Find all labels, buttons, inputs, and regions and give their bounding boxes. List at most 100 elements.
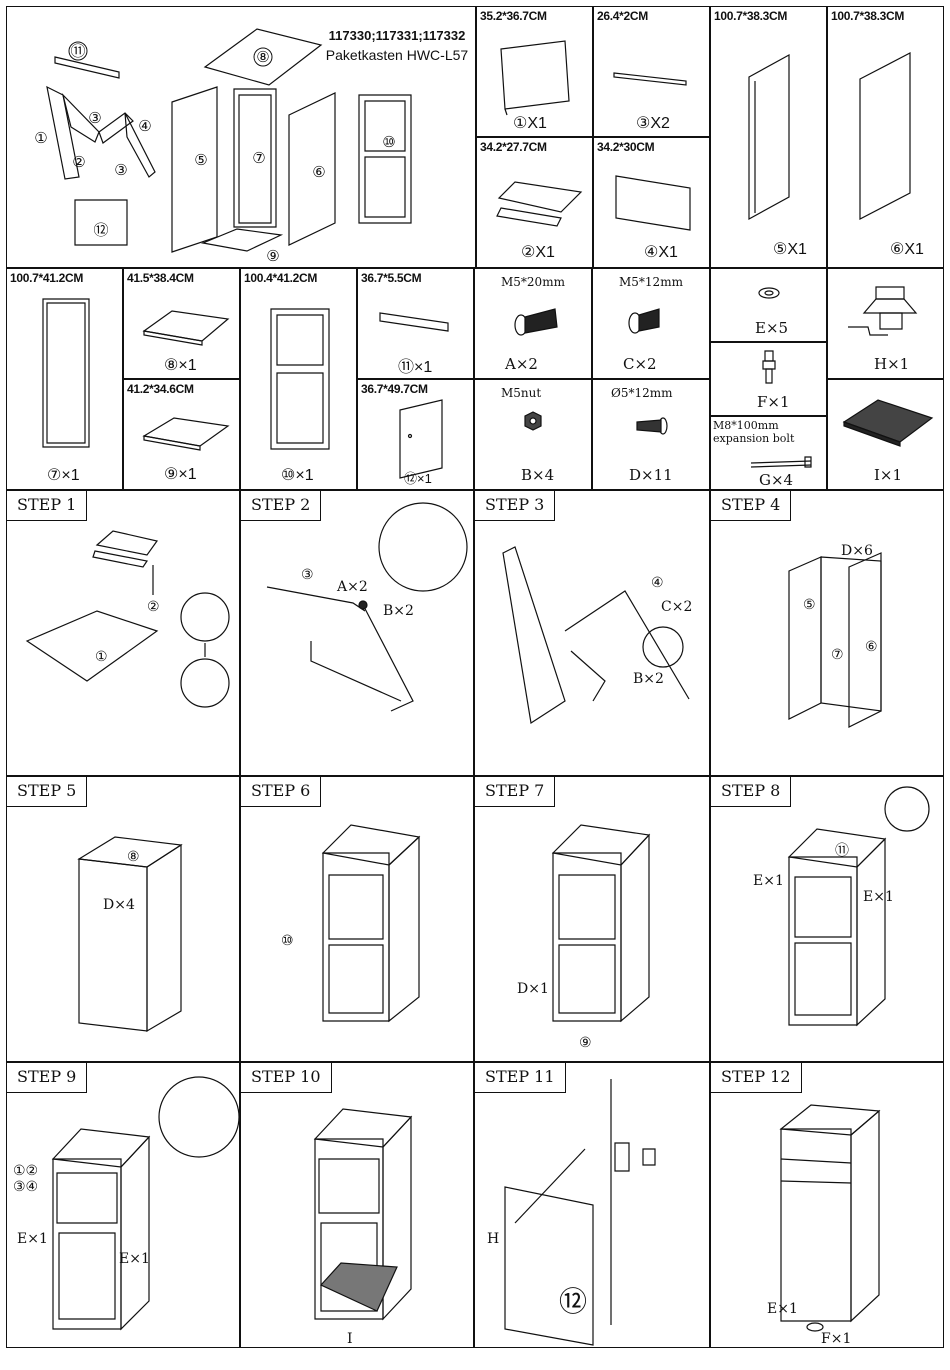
step-4-label-D: D×6 (841, 543, 873, 559)
part-4-cell: 34.2*30CM ④X1 (593, 137, 710, 268)
part-6-qty: ⑥X1 (890, 241, 924, 258)
hardware-I-cell: I×1 (827, 379, 944, 490)
part-4-dim: 34.2*30CM (597, 140, 655, 154)
part-9-cell: 41.2*34.6CM ⑨×1 (123, 379, 240, 490)
step-8-label-E-right: E×1 (863, 889, 894, 905)
hardware-E-cell: E×5 (710, 268, 827, 342)
part-1-drawing (477, 7, 593, 137)
part-11-dim: 36.7*5.5CM (361, 271, 422, 285)
ov-label-6: ⑥ (312, 163, 325, 181)
part-8-cell: 41.5*38.4CM ⑧×1 (123, 268, 240, 379)
step-4-label-7: ⑦ (831, 647, 844, 663)
step-1-label-2: ② (147, 599, 160, 615)
step-9-title: STEP 9 (7, 1063, 88, 1093)
part-8-dim: 41.5*38.4CM (127, 271, 194, 285)
part-3-cell: 26.4*2CM ③X2 (593, 6, 710, 137)
hardware-B-spec: M5nut (501, 386, 542, 400)
hardware-A-spec: M5*20mm (501, 275, 565, 289)
step-2-drawing: ③A×2B×2 (241, 491, 474, 776)
part-6-dim: 100.7*38.3CM (831, 9, 905, 23)
step-10-title: STEP 10 (241, 1063, 332, 1093)
step-5-label-D: D×4 (103, 897, 135, 913)
part-7-cell: 100.7*41.2CM ⑦×1 (6, 268, 123, 490)
washer-E-icon (711, 269, 827, 342)
step-12-label-F: F×1 (821, 1331, 851, 1347)
ov-label-11: ⑪ (70, 42, 85, 60)
product-name: Paketkasten HWC-L57 (325, 47, 469, 63)
model-codes: 117330;117331;117332 (328, 28, 466, 43)
part-1-dim: 35.2*36.7CM (480, 9, 547, 23)
screw-D-icon (593, 380, 710, 490)
step-3-title: STEP 3 (475, 491, 556, 521)
hardware-G-spec: M8*100mm expansion bolt (713, 419, 795, 445)
part-3-dim: 26.4*2CM (597, 9, 648, 23)
hardware-F-cell: F×1 (710, 342, 827, 416)
step-11-title: STEP 11 (475, 1063, 566, 1093)
step-5-label-8: ⑧ (127, 849, 140, 865)
hardware-G-cell: M8*100mm expansion bolt G×4 (710, 416, 827, 490)
step-12-label-E: E×1 (767, 1301, 798, 1317)
ov-label-1: ① (34, 129, 47, 147)
part-7-drawing (7, 269, 123, 490)
part-6-cell: 100.7*38.3CM ⑥X1 (827, 6, 944, 268)
step-3-label-B: B×2 (633, 671, 664, 687)
part-5-cell: 100.7*38.3CM ⑤X1 (710, 6, 827, 268)
ov-label-2: ② (72, 153, 85, 171)
step-7-label-D: D×1 (517, 981, 549, 997)
part-1-cell: 35.2*36.7CM ①X1 (476, 6, 593, 137)
step-6-title: STEP 6 (241, 777, 322, 807)
screw-C-icon (593, 269, 710, 379)
part-2-cell: 34.2*27.7CM ②X1 (476, 137, 593, 268)
part-11-drawing (358, 269, 474, 379)
parts-overview: 117330;117331;117332 Paketkasten HWC-L57 (6, 6, 476, 268)
part-4-qty: ④X1 (644, 244, 678, 261)
lock-H-icon (828, 269, 944, 379)
hardware-F-qty: F×1 (757, 393, 790, 411)
hardware-B-cell: M5nut B×4 (474, 379, 592, 490)
step-1-title: STEP 1 (7, 491, 88, 521)
hardware-B-qty: B×4 (521, 466, 555, 484)
nut-B-icon (475, 380, 592, 490)
instruction-sheet: 117330;117331;117332 Paketkasten HWC-L57 (6, 6, 944, 1348)
step-3-label-4: ④ (651, 575, 664, 591)
part-4-drawing (594, 138, 710, 268)
part-12-cell: 36.7*49.7CM ⑫×1 (357, 379, 474, 490)
step-12-title: STEP 12 (711, 1063, 802, 1093)
step-4-label-6: ⑥ (865, 639, 878, 655)
part-8-drawing (124, 269, 240, 379)
step-9-label-E-right: E×1 (119, 1251, 150, 1267)
step-9-label-12: ①② (13, 1163, 38, 1179)
part-10-dim: 100.4*41.2CM (244, 271, 318, 285)
hardware-H-cell: H×1 (827, 268, 944, 379)
ov-label-5: ⑤ (194, 151, 207, 169)
hardware-G-qty: G×4 (759, 471, 794, 489)
hardware-D-spec: Ø5*12mm (611, 386, 673, 400)
part-11-qty: ⑪×1 (398, 359, 433, 376)
ov-label-3a: ③ (88, 109, 101, 127)
step-8-label-11: ⑪ (835, 843, 849, 859)
part-3-qty: ③X2 (636, 115, 670, 132)
hardware-C-qty: C×2 (623, 355, 657, 373)
ov-label-9: ⑨ (266, 247, 279, 265)
part-6-drawing (828, 7, 944, 268)
hardware-C-cell: M5*12mm C×2 (592, 268, 710, 379)
hardware-A-cell: M5*20mm A×2 (474, 268, 592, 379)
step-2-label-3: ③ (301, 567, 314, 583)
ov-label-7: ⑦ (252, 149, 265, 167)
hardware-E-qty: E×5 (755, 319, 789, 337)
step-9-label-34: ③④ (13, 1179, 38, 1195)
hardware-I-qty: I×1 (874, 466, 903, 484)
mat-I-icon (828, 380, 944, 490)
step-6-drawing: ⑩ (281, 777, 474, 1062)
hardware-D-cell: Ø5*12mm D×11 (592, 379, 710, 490)
step-3-drawing: ④C×2B×2 (475, 491, 692, 776)
